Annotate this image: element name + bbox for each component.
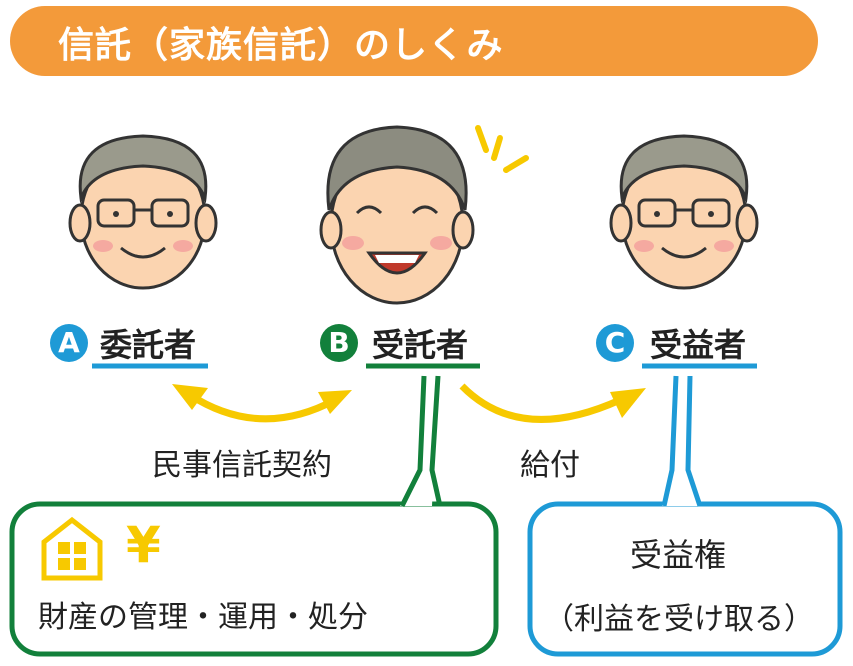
person-c-illustration	[609, 134, 759, 290]
beneficiary-callout	[527, 375, 843, 657]
trustee-duties-text: 財産の管理・運用・処分	[38, 600, 368, 635]
beneficiary-right-subtitle: （利益を受け取る）	[544, 602, 814, 637]
role-b-badge: B	[320, 324, 358, 362]
beneficiary-right-title: 受益権	[630, 536, 727, 574]
role-c-badge: C	[596, 324, 634, 362]
role-c-label: 受益者	[650, 326, 747, 364]
house-icon	[41, 516, 103, 581]
title-banner: 信託（家族信託）のしくみ	[10, 6, 818, 76]
benefit-label: 給付	[520, 448, 580, 483]
sparkle-lines	[475, 125, 529, 173]
contract-arrow	[172, 384, 352, 423]
trustee-callout	[9, 375, 499, 657]
contract-label: 民事信託契約	[152, 448, 332, 483]
person-b-illustration	[319, 125, 475, 305]
person-a-illustration	[68, 134, 218, 290]
benefit-arrow	[459, 383, 646, 423]
role-a-badge: A	[50, 324, 88, 362]
yen-icon: ¥	[126, 516, 161, 574]
page-title: 信託（家族信託）のしくみ	[58, 25, 504, 66]
role-b-label: 受託者	[372, 326, 469, 364]
role-a-label: 委託者	[100, 326, 197, 364]
